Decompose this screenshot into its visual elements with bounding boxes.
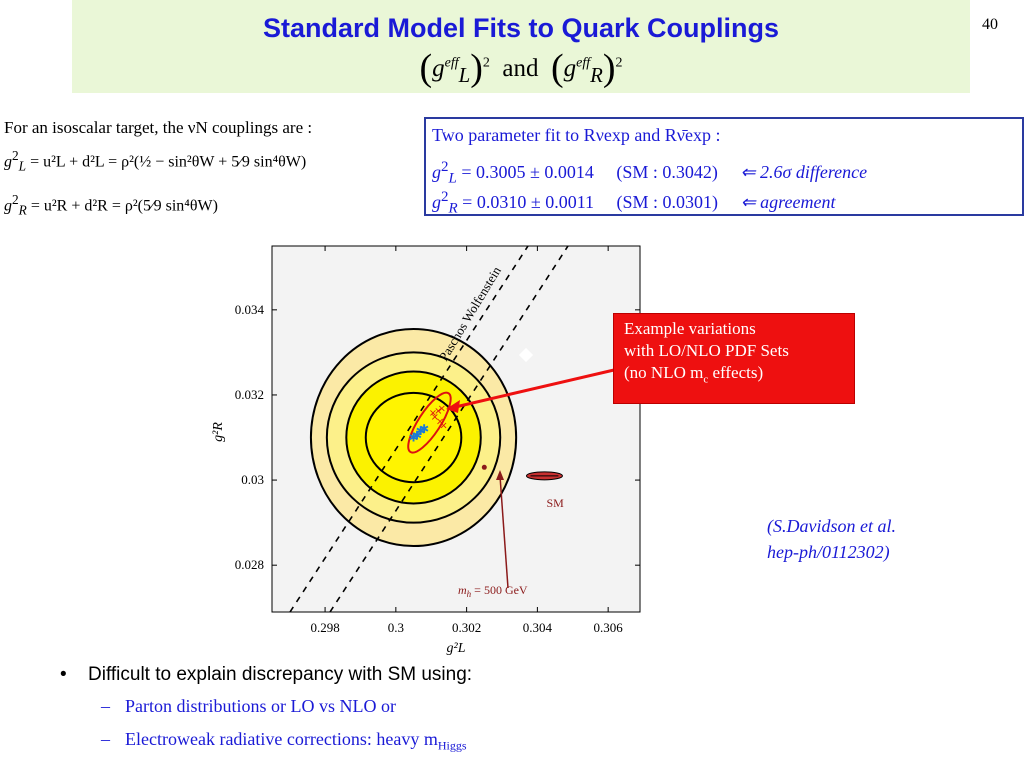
slide-number: 40 bbox=[982, 16, 998, 33]
callout-arrow-head bbox=[446, 400, 460, 413]
equation-gR: g2R = u²R + d²R = ρ²(5⁄9 sin⁴θW) bbox=[4, 192, 218, 218]
pdf-marker-x: × bbox=[429, 408, 437, 419]
pdf-marker-x: × bbox=[434, 406, 442, 417]
fit-header: Two parameter fit to Rνexp and Rν̄exp : bbox=[432, 125, 721, 145]
pdf-marker-star: ✱ bbox=[419, 422, 429, 436]
title-band: Standard Model Fits to Quark Couplings (… bbox=[72, 0, 970, 93]
fit-row-gR: g2R = 0.0310 ± 0.0011 (SM : 0.0301) ⇐ ag… bbox=[432, 189, 836, 217]
pdf-marker-star: ✱ bbox=[409, 431, 419, 445]
pw-band-line-right bbox=[329, 246, 569, 612]
bullet-dot-icon: • bbox=[60, 664, 67, 685]
mh-label: mh = 500 GeV bbox=[458, 583, 528, 599]
y-axis-label: g²R bbox=[211, 422, 226, 442]
pdf-variation-ellipse bbox=[407, 391, 452, 454]
pw-band-line-left bbox=[289, 246, 529, 612]
pdf-marker-x: × bbox=[439, 421, 447, 432]
citation: (S.Davidson et al. hep-ph/0112302) bbox=[767, 516, 896, 562]
fit-row-gL: g2L = 0.3005 ± 0.0014 (SM : 0.3042) ⇐ 2.… bbox=[432, 159, 868, 187]
x-axis-label: g²L bbox=[447, 641, 466, 656]
mh-arrow bbox=[499, 475, 509, 589]
axes: 0.298 0.3 0.302 0.304 0.306 0.028 0.03 0.032 0.0… bbox=[235, 246, 640, 635]
pdf-marker-x: × bbox=[431, 412, 439, 423]
x-tick-label: 0.304 bbox=[523, 620, 553, 635]
y-tick-label: 0.032 bbox=[235, 387, 264, 402]
sm-label: SM bbox=[546, 496, 564, 510]
slide-title: Standard Model Fits to Quark Couplings bbox=[262, 13, 780, 43]
pdf-marker-star: ✱ bbox=[412, 428, 422, 442]
white-diamond-marker bbox=[518, 347, 534, 363]
x-tick-label: 0.3 bbox=[388, 620, 404, 635]
equation-gL: g2L = u²L + d²L = ρ²(½ − sin²θW + 5⁄9 si… bbox=[4, 148, 307, 174]
pdf-variation-callout: Example variations with LO/NLO PDF Sets … bbox=[613, 313, 855, 404]
y-tick-label: 0.034 bbox=[235, 302, 265, 317]
intro-text: For an isoscalar target, the νN coupling… bbox=[4, 118, 313, 137]
plot-frame bbox=[271, 245, 641, 613]
slide-subtitle: (geffL)2 and (geffR)2 bbox=[419, 47, 623, 89]
x-tick-label: 0.302 bbox=[452, 620, 481, 635]
x-tick-label: 0.298 bbox=[310, 620, 339, 635]
pdf-marker-star: ✱ bbox=[416, 424, 426, 438]
callout-arrow bbox=[450, 368, 615, 410]
pdf-marker-x: × bbox=[438, 404, 446, 415]
y-tick-label: 0.028 bbox=[235, 557, 264, 572]
pdf-marker-x: × bbox=[436, 416, 444, 427]
mh-arrow-head bbox=[496, 470, 504, 480]
x-tick-label: 0.306 bbox=[594, 620, 624, 635]
fit-result-box: Two parameter fit to Rνexp and Rν̄exp : … bbox=[424, 117, 1024, 217]
y-tick-label: 0.03 bbox=[241, 472, 264, 487]
mh-point bbox=[481, 464, 487, 470]
